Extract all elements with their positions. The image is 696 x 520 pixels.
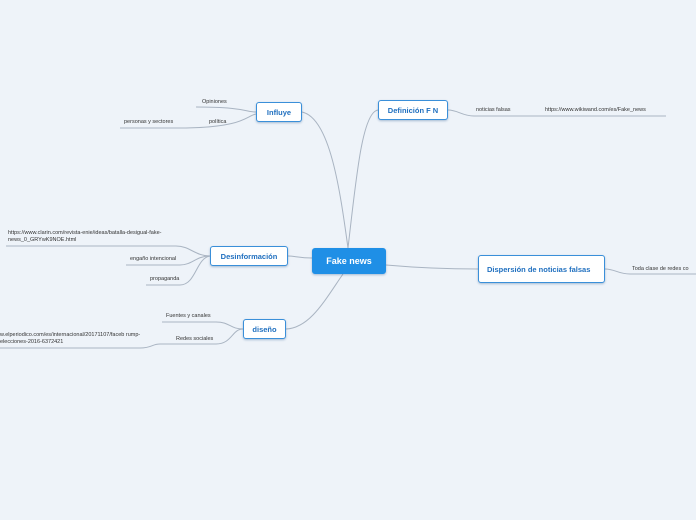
link-elperiodico[interactable]: w.elperiodico.com/es/internacional/20171… [0,332,141,345]
subtopic-politica[interactable]: política [209,119,227,125]
subtopic-redes[interactable]: Toda clase de redes co [632,266,689,272]
subtopic-engano-intencional[interactable]: engaño intencional [130,256,177,262]
central-topic[interactable]: Fake news [312,248,386,274]
link-wikiwand[interactable]: https://www.wikiwand.com/es/Fake_news [545,107,646,113]
topic-desinformacion[interactable]: Desinformación [210,246,288,266]
topic-influye[interactable]: Influye [256,102,302,122]
subtopic-propaganda[interactable]: propaganda [150,276,180,282]
link-clarin[interactable]: https://www.clarin.com/revista-enie/idea… [8,230,162,243]
topic-definicion[interactable]: Definición F N [378,100,448,120]
subtopic-personas-sectores[interactable]: personas y sectores [124,119,174,125]
subtopic-redes-sociales[interactable]: Redes sociales [176,336,214,342]
subtopic-fuentes-canales[interactable]: Fuentes y canales [166,313,211,319]
topic-diseno[interactable]: diseño [243,319,286,339]
topic-dispersion[interactable]: Dispersión de noticias falsas [478,255,605,283]
subtopic-opiniones[interactable]: Opiniones [202,99,227,105]
subtopic-noticias-falsas[interactable]: noticias falsas [476,107,511,113]
